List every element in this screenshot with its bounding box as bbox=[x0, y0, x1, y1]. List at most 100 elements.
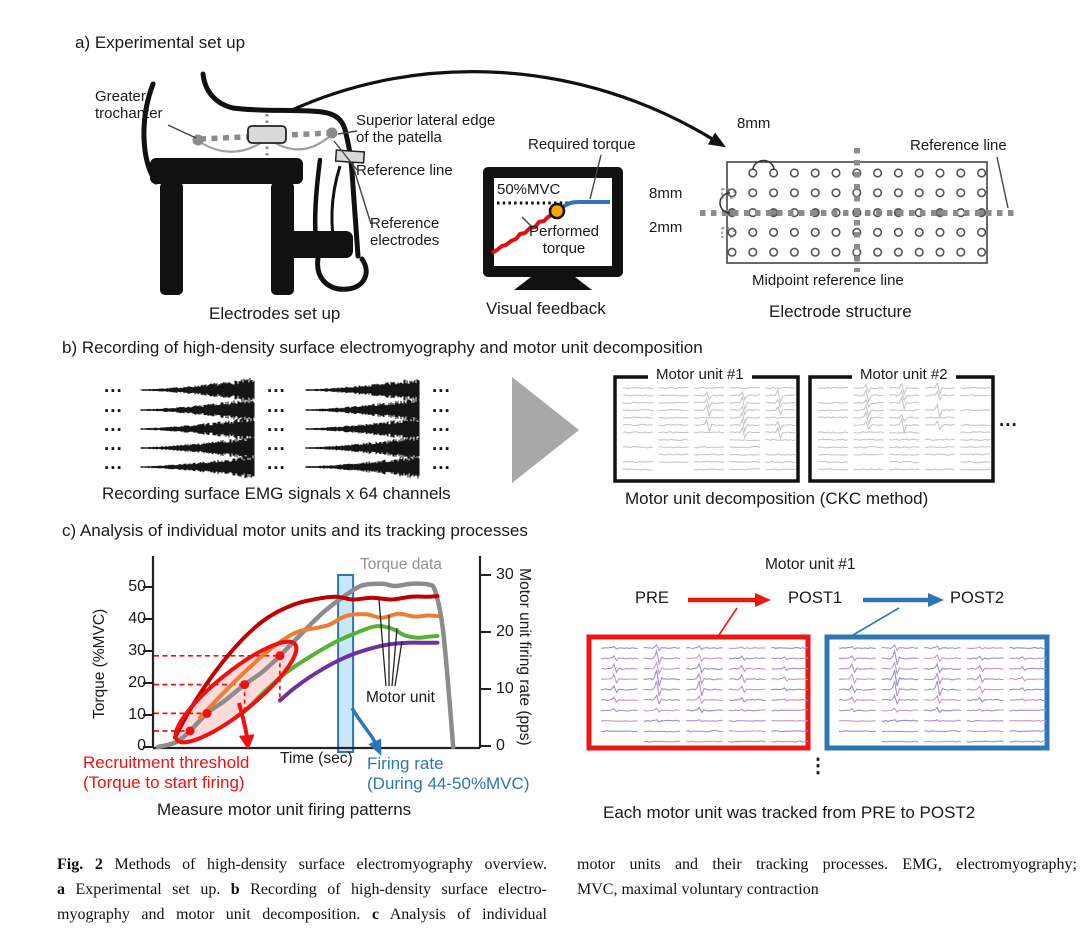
mu-trace bbox=[924, 438, 955, 442]
electrode-grid-patch bbox=[247, 125, 287, 144]
mu-trace bbox=[658, 461, 689, 464]
motor-unit-label: Motor unit bbox=[366, 689, 435, 706]
tracked-waveform bbox=[728, 664, 766, 673]
electrode-contact bbox=[727, 227, 737, 237]
mu-trace bbox=[622, 431, 654, 434]
grid-8mm-top-label: 8mm bbox=[737, 115, 771, 132]
mu-trace bbox=[889, 438, 920, 441]
electrode-contact bbox=[789, 168, 800, 178]
tracking-diagram bbox=[586, 593, 1050, 751]
tracked-waveform bbox=[1009, 666, 1047, 672]
tracked-waveform bbox=[600, 672, 638, 685]
tracked-waveform bbox=[838, 662, 876, 674]
axis-ticks bbox=[143, 574, 491, 748]
ellipsis-label: ... bbox=[104, 453, 123, 474]
tracked-waveform bbox=[924, 662, 961, 674]
mu-trace bbox=[853, 383, 884, 394]
mu-trace bbox=[729, 386, 760, 390]
pointer-line bbox=[996, 156, 1009, 209]
tracked-waveform bbox=[643, 693, 681, 705]
tracked-waveform bbox=[643, 648, 681, 666]
tracked-waveform bbox=[643, 643, 681, 652]
spacing-arc-left bbox=[719, 192, 731, 214]
left-axis-tick-label: 50 bbox=[128, 578, 146, 595]
mu-trace bbox=[924, 416, 955, 419]
emg-burst bbox=[140, 455, 255, 479]
tracked-waveform bbox=[966, 740, 1004, 743]
tracked-waveform bbox=[771, 687, 809, 692]
emg-burst bbox=[305, 436, 420, 460]
electrode-contact bbox=[852, 247, 862, 257]
tracked-waveform bbox=[924, 680, 961, 697]
electrode-contacts bbox=[727, 168, 987, 257]
left-axis-tick-label: 0 bbox=[137, 737, 146, 754]
electrode-contact bbox=[976, 247, 987, 257]
pre-label: PRE bbox=[635, 589, 669, 607]
mu-trace bbox=[960, 423, 991, 427]
tracked-waveform bbox=[600, 707, 638, 713]
electrode-contact bbox=[831, 247, 841, 257]
electrode-contact bbox=[831, 227, 841, 237]
tracked-waveform bbox=[924, 671, 961, 685]
mu-trace bbox=[658, 438, 689, 441]
tracked-waveform bbox=[881, 740, 919, 743]
motor-unit-decomposition bbox=[613, 375, 995, 483]
recruitment-ellipse bbox=[173, 639, 299, 745]
mu-trace bbox=[729, 453, 761, 456]
electrode-contact bbox=[893, 168, 904, 178]
tracked-waveform bbox=[966, 730, 1004, 733]
tracked-waveform bbox=[771, 740, 809, 743]
tracked-waveform bbox=[1009, 709, 1047, 712]
tracked-waveform bbox=[838, 707, 876, 713]
electrode-contact bbox=[852, 188, 862, 198]
tracked-waveform bbox=[1009, 656, 1047, 661]
mu-trace bbox=[765, 398, 796, 408]
mu-trace bbox=[729, 418, 760, 434]
mvc-level-label: 50%MVC bbox=[497, 181, 561, 198]
tracked-waveform bbox=[771, 730, 809, 733]
mu-trace bbox=[889, 396, 920, 411]
mu-trace bbox=[658, 386, 689, 390]
flow-arrow-triangle bbox=[512, 377, 579, 483]
torso-outline bbox=[200, 71, 236, 111]
firing-rate-label: Firing rate (During 44-50%MVC) bbox=[367, 754, 530, 793]
ellipsis-label: ... bbox=[104, 396, 123, 417]
mu-trace bbox=[622, 394, 654, 397]
emg-burst bbox=[140, 398, 255, 422]
ellipsis-label: ... bbox=[432, 396, 451, 417]
motor-unit-curve-4 bbox=[277, 640, 440, 703]
tracking-caption: Each motor unit was tracked from PRE to … bbox=[603, 803, 976, 822]
more-units-ellipsis: ... bbox=[999, 410, 1018, 431]
tracked-waveform bbox=[924, 694, 961, 705]
electrode-contact bbox=[872, 168, 883, 178]
mu-trace bbox=[889, 446, 920, 449]
patella-marker bbox=[326, 127, 338, 139]
mu-trace bbox=[889, 453, 920, 456]
tracked-waveform bbox=[686, 645, 723, 651]
electrode-contact bbox=[831, 168, 841, 178]
pointer-line bbox=[351, 162, 372, 225]
tracked-waveform bbox=[966, 646, 1004, 650]
mu-trace bbox=[853, 468, 884, 471]
tracked-waveform bbox=[966, 685, 1004, 694]
performed-torque-line bbox=[490, 212, 555, 255]
mu-trace bbox=[622, 386, 654, 390]
mu-trace bbox=[817, 401, 849, 404]
mu-trace bbox=[924, 380, 955, 397]
mu-trace bbox=[729, 411, 760, 426]
tracked-waveform bbox=[686, 740, 723, 743]
mu-trace bbox=[960, 431, 991, 434]
recruitment-dot bbox=[202, 708, 212, 718]
mu-trace bbox=[924, 420, 955, 431]
mu-trace bbox=[765, 388, 796, 405]
caption-line: Fig. 2 Methods of high-density surface e… bbox=[57, 856, 547, 873]
tracked-waveform bbox=[771, 646, 809, 650]
bench-seat bbox=[150, 158, 303, 184]
electrode-contact bbox=[727, 247, 737, 257]
mu-trace bbox=[924, 403, 955, 419]
tracked-waveform bbox=[600, 654, 638, 662]
mu-trace bbox=[658, 416, 689, 419]
mu-trace bbox=[853, 431, 884, 434]
emg-burst bbox=[305, 416, 420, 442]
